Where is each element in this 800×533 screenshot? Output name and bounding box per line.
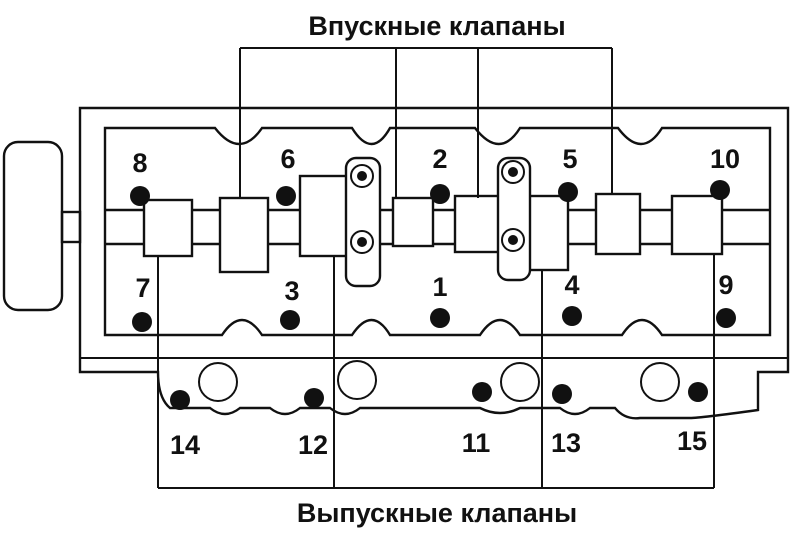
bolt-label-7: 7 — [135, 273, 150, 303]
exhaust-port — [198, 362, 238, 402]
camshaft — [105, 208, 770, 246]
bolt-label-14: 14 — [170, 430, 200, 460]
bolt-12 — [304, 388, 324, 408]
bolt-label-1: 1 — [432, 272, 447, 302]
bolt-5 — [558, 182, 578, 202]
exhaust-port — [640, 362, 680, 402]
bolt-label-12: 12 — [298, 430, 328, 460]
cam-lobes — [142, 174, 724, 274]
intake-valves-title: Впускные клапаны — [308, 11, 565, 41]
bolt-13 — [552, 384, 572, 404]
exhaust-port — [500, 362, 540, 402]
bolt-15 — [688, 382, 708, 402]
bolt-label-8: 8 — [132, 148, 147, 178]
intake-leader-lines — [239, 47, 613, 198]
exhaust-ports — [198, 360, 680, 402]
exhaust-leader-lines — [157, 254, 715, 489]
cylinder-head-outline — [78, 106, 790, 420]
bolt-label-11: 11 — [462, 428, 491, 458]
bolt-6 — [276, 186, 296, 206]
bolt-label-3: 3 — [284, 276, 299, 306]
bolt-7 — [132, 312, 152, 332]
bolt-3 — [280, 310, 300, 330]
bearing-cap-right — [496, 156, 532, 282]
cam-lobe — [298, 174, 350, 258]
bolt-2 — [430, 184, 450, 204]
bolt-label-13: 13 — [551, 428, 581, 458]
bolt-label-2: 2 — [432, 144, 447, 174]
bolt-11 — [472, 382, 492, 402]
bolt-label-15: 15 — [677, 426, 707, 456]
cam-lobe — [391, 196, 435, 248]
bolt-9 — [716, 308, 736, 328]
cam-lobe — [594, 192, 642, 256]
bearing-cap-left — [344, 156, 382, 288]
bolt-8 — [130, 186, 150, 206]
bolt-14 — [170, 390, 190, 410]
bolt-4 — [562, 306, 582, 326]
bolts: 8 6 2 5 10 7 3 1 4 9 14 12 11 13 15 — [130, 144, 740, 460]
cam-lobe — [218, 196, 270, 274]
camshaft-pulley — [2, 140, 82, 312]
bolt-label-4: 4 — [564, 270, 579, 300]
exhaust-port — [337, 360, 377, 400]
cam-lobe — [670, 194, 724, 256]
bolt-label-6: 6 — [280, 144, 295, 174]
bolt-label-10: 10 — [710, 144, 740, 174]
cam-lobe — [142, 198, 194, 258]
bolt-1 — [430, 308, 450, 328]
cam-lobe — [524, 194, 570, 272]
bolt-label-5: 5 — [562, 144, 577, 174]
bolt-10 — [710, 180, 730, 200]
exhaust-valves-title: Выпускные клапаны — [297, 498, 577, 528]
cam-lobe — [453, 194, 501, 254]
cam-cover-frame — [103, 126, 772, 337]
bolt-label-9: 9 — [718, 270, 733, 300]
